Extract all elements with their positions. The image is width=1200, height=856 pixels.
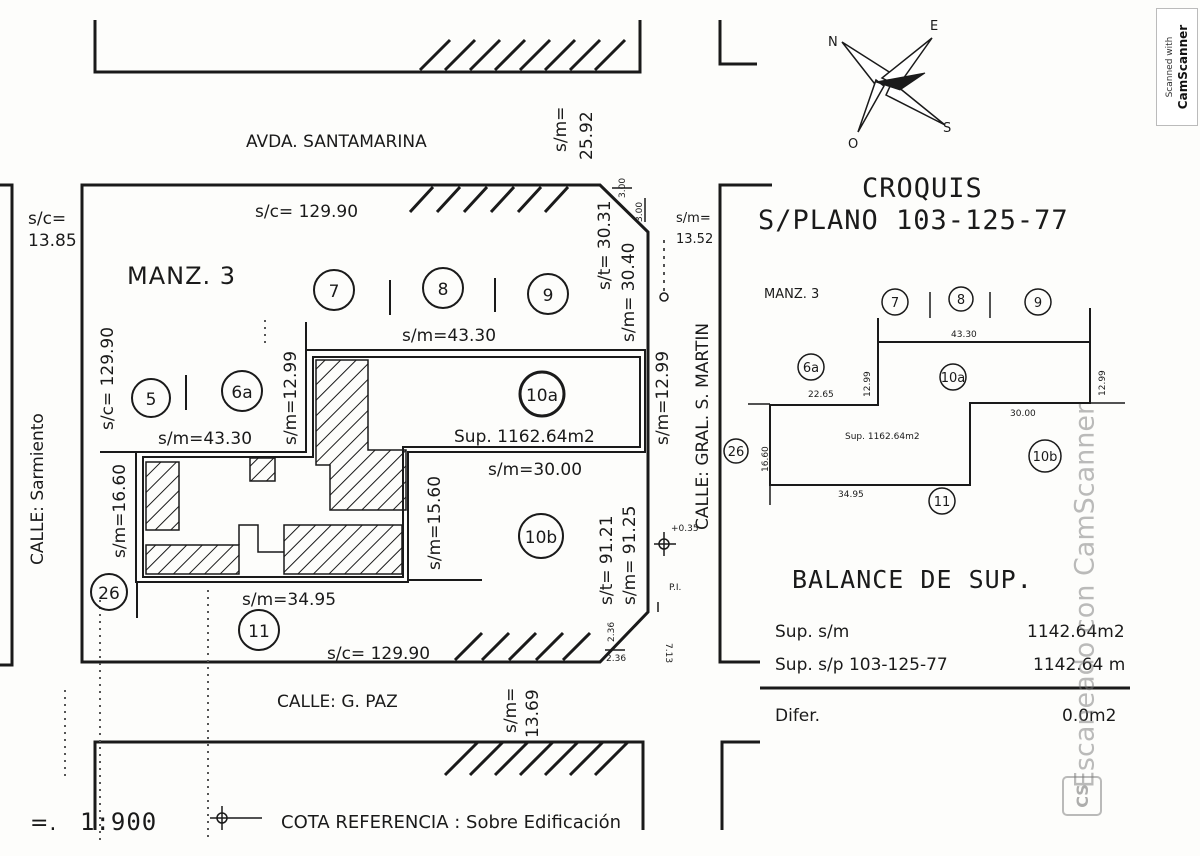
sketch-v1: 12.99 bbox=[863, 371, 873, 397]
lot-right-sm: s/m=12.99 bbox=[653, 351, 673, 445]
parcel-9: 9 bbox=[543, 286, 554, 306]
compass-n: N bbox=[828, 35, 838, 50]
camscanner-watermark: Escaneado con CamScanner CS bbox=[1062, 376, 1108, 816]
lot-mid: s/m=30.00 bbox=[488, 460, 582, 480]
reference-note: COTA REFERENCIA : Sobre Edificación bbox=[281, 812, 621, 833]
bottom-street-sm: s/m= bbox=[501, 688, 521, 733]
watermark-text: Escaneado con CamScanner bbox=[1069, 403, 1101, 789]
balance-row-1-label: Sup. s/m bbox=[775, 622, 849, 642]
lot-left-top: s/m=43.30 bbox=[158, 429, 252, 449]
top-street-sm: s/m= bbox=[551, 107, 571, 152]
block-north bbox=[93, 20, 757, 74]
lot-outline bbox=[135, 349, 646, 583]
lot-east-c: s/t= 91.21 bbox=[597, 515, 617, 605]
sketch-parcel-26: 26 bbox=[728, 445, 745, 460]
corner-sc-value: 13.85 bbox=[28, 231, 77, 251]
balance-title: BALANCE DE SUP. bbox=[792, 565, 1033, 594]
balance-row-2-label: Sup. s/p 103-125-77 bbox=[775, 655, 948, 675]
compass-o: O bbox=[848, 137, 858, 152]
parcel-10a: 10a bbox=[526, 386, 558, 406]
corner-dim-3: 2.36 bbox=[607, 622, 617, 642]
pi-mark: P.I. bbox=[669, 583, 681, 593]
lot-east-d: s/m= 91.25 bbox=[620, 506, 640, 605]
parcel-11: 11 bbox=[248, 622, 270, 642]
area-label: Sup. 1162.64m2 bbox=[454, 427, 595, 447]
camscanner-logo-icon: CS bbox=[1062, 776, 1102, 816]
sketch-plan: MANZ. 3 7 8 9 6a 10a 26 10b 11 43.30 22.… bbox=[723, 286, 1125, 515]
lot-inner-v: s/m=15.60 bbox=[425, 476, 445, 570]
parcel-8: 8 bbox=[438, 280, 449, 300]
bottom-street-sm-value: 13.69 bbox=[523, 689, 543, 738]
south-sc: s/c= 129.90 bbox=[327, 644, 430, 664]
balance-row-3-label: Difer. bbox=[775, 706, 820, 726]
dotted-traces bbox=[64, 320, 266, 840]
east-corner-sm-value: 13.52 bbox=[676, 232, 713, 247]
sketch-mid: 30.00 bbox=[1010, 409, 1036, 419]
level-mark: +0.35 bbox=[671, 524, 699, 534]
street-east: CALLE: GRAL. S. MARTIN bbox=[693, 323, 713, 530]
croquis-title: CROQUIS bbox=[862, 173, 983, 204]
sketch-right-v: 12.99 bbox=[1098, 370, 1108, 396]
sketch-parcel-7: 7 bbox=[891, 296, 899, 311]
sketch-parcel-8: 8 bbox=[957, 293, 965, 308]
lot-east-b: s/m= 30.40 bbox=[619, 243, 639, 342]
buildings bbox=[145, 359, 407, 575]
camscanner-line2: CamScanner bbox=[1176, 24, 1190, 110]
level-symbol bbox=[654, 240, 676, 612]
camscanner-badge: Scanned with CamScanner bbox=[1156, 8, 1198, 126]
parcel-5: 5 bbox=[146, 390, 157, 410]
sketch-area: Sup. 1162.64m2 bbox=[845, 432, 920, 442]
block-label: MANZ. 3 bbox=[127, 262, 236, 290]
parcel-7: 7 bbox=[329, 282, 340, 302]
sketch-left: 22.65 bbox=[808, 390, 834, 400]
balance-row-2-value: 1142.64 m bbox=[1033, 655, 1125, 675]
corner-dim-2: 3.00 bbox=[635, 202, 645, 222]
corner-dim-4: 2.36 bbox=[606, 654, 626, 664]
scale-prefix: =. bbox=[30, 811, 57, 836]
balance-row-1-value: 1142.64m2 bbox=[1027, 622, 1125, 642]
sketch-top: 43.30 bbox=[951, 330, 977, 340]
balance-table: BALANCE DE SUP. Sup. s/m 1142.64m2 Sup. … bbox=[760, 565, 1130, 726]
parcel-26: 26 bbox=[98, 584, 120, 604]
sketch-bottom: 34.95 bbox=[838, 490, 864, 500]
compass-e: E bbox=[930, 19, 938, 34]
sketch-parcel-6a: 6a bbox=[803, 361, 819, 376]
sketch-left-v: 16.60 bbox=[761, 446, 771, 472]
sketch-block-label: MANZ. 3 bbox=[764, 287, 819, 302]
sketch-parcel-11: 11 bbox=[934, 495, 951, 510]
street-south: CALLE: G. PAZ bbox=[277, 692, 398, 712]
compass-s: S bbox=[943, 121, 951, 136]
street-north: AVDA. SANTAMARINA bbox=[246, 132, 427, 152]
lot-bottom: s/m=34.95 bbox=[242, 590, 336, 610]
lot-top: s/m=43.30 bbox=[402, 326, 496, 346]
scale-label: 1:900 bbox=[80, 808, 157, 836]
block-east bbox=[718, 183, 772, 664]
corner-sc-label: s/c= bbox=[28, 209, 66, 229]
lot-left-v: s/m=16.60 bbox=[110, 464, 130, 558]
east-corner-sm: s/m= bbox=[676, 211, 711, 226]
block-south bbox=[93, 740, 760, 830]
compass-rose: N E S O bbox=[828, 19, 951, 152]
lot-east-a: s/t= 30.31 bbox=[595, 200, 615, 290]
parcel-10b: 10b bbox=[525, 528, 557, 548]
parcel-circles: 7 8 9 5 6a 10a 10b 26 11 bbox=[90, 267, 569, 651]
plan-reference: S/PLANO 103-125-77 bbox=[758, 205, 1069, 236]
north-sc: s/c= 129.90 bbox=[255, 202, 358, 222]
sketch-parcel-10a: 10a bbox=[941, 371, 966, 386]
parcel-6a: 6a bbox=[231, 383, 252, 403]
sketch-parcel-9: 9 bbox=[1034, 296, 1042, 311]
west-sc: s/c= 129.90 bbox=[98, 327, 118, 430]
corner-dim-1: 3.00 bbox=[618, 178, 628, 198]
corner-dim-5: 7.13 bbox=[663, 643, 673, 663]
street-west: CALLE: Sarmiento bbox=[28, 413, 48, 565]
sketch-parcel-10b: 10b bbox=[1033, 450, 1058, 465]
reference-symbol bbox=[210, 806, 262, 830]
balance-row-3-value: 0.0m2 bbox=[1062, 706, 1116, 726]
block-west bbox=[0, 183, 14, 667]
block-outline bbox=[80, 183, 650, 664]
lot-inner-sm: s/m=12.99 bbox=[281, 351, 301, 445]
lot-dividers bbox=[100, 278, 496, 618]
top-street-sm-value: 25.92 bbox=[577, 111, 597, 160]
